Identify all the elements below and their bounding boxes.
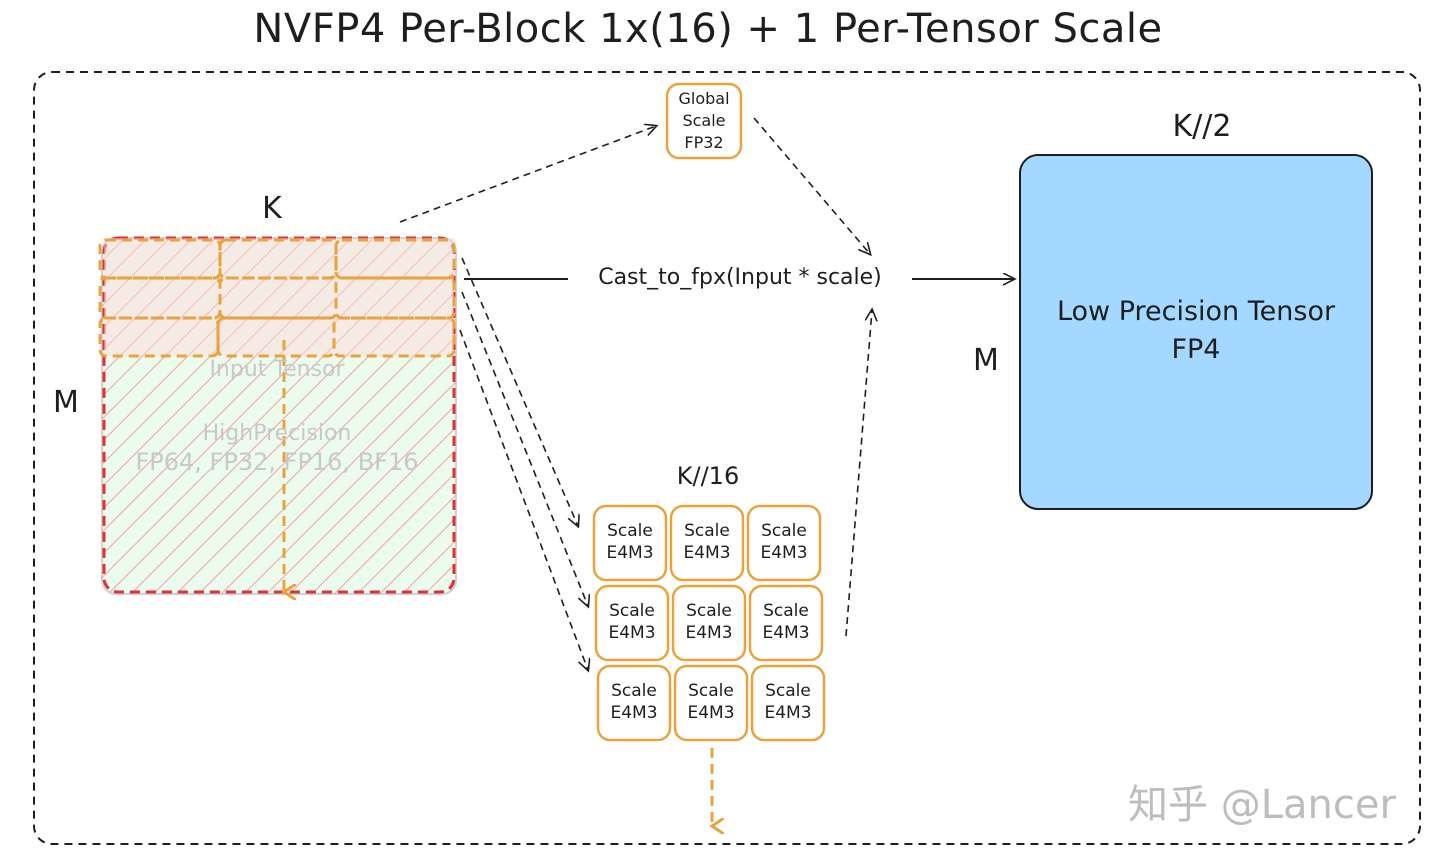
- watermark: 知乎 @Lancer: [1128, 782, 1396, 828]
- output-m-label: M: [973, 343, 999, 378]
- arrow-input-to-scales-2: [461, 291, 588, 606]
- scale-cell-label: Scale: [686, 601, 732, 621]
- block-scales: K//16 ScaleE4M3ScaleE4M3ScaleE4M3ScaleE4…: [592, 462, 826, 826]
- block-r1c3: [334, 238, 456, 280]
- scale-cell-label: Scale: [684, 521, 730, 541]
- scale-cell-box: [748, 584, 824, 662]
- scale-cell-format: E4M3: [606, 543, 653, 563]
- arrow-global-to-op: [753, 117, 870, 254]
- scale-cell-box: [673, 664, 749, 742]
- input-dtypes: FP64, FP32, FP16, BF16: [135, 448, 418, 476]
- block-rows-tint: [104, 238, 454, 356]
- scale-cell-box: [669, 504, 745, 582]
- global-scale: Global Scale FP32: [665, 82, 743, 160]
- diagram-title: NVFP4 Per-Block 1x(16) + 1 Per-Tensor Sc…: [253, 6, 1163, 52]
- block-scales-k-label: K//16: [677, 462, 739, 490]
- scale-cell-label: Scale: [609, 601, 655, 621]
- block-r2c2: [218, 276, 338, 320]
- scale-cell-label: Scale: [763, 601, 809, 621]
- arrow-input-to-scales-3: [459, 329, 588, 670]
- global-scale-line1: Global: [678, 89, 729, 108]
- scale-cell-box: [594, 584, 670, 662]
- scale-cell-label: Scale: [688, 681, 734, 701]
- scale-cell-format: E4M3: [687, 703, 734, 723]
- outer-frame: [33, 71, 1421, 845]
- global-scale-line3: FP32: [684, 133, 723, 152]
- scale-cell-label: Scale: [765, 681, 811, 701]
- arrow-scales-to-op: [845, 310, 872, 637]
- input-precision-label: HighPrecision: [203, 421, 352, 446]
- input-k-label: K: [262, 191, 283, 226]
- input-m-label: M: [53, 385, 79, 420]
- block-scales-grid: ScaleE4M3ScaleE4M3ScaleE4M3ScaleE4M3Scal…: [592, 504, 826, 742]
- block-r3c3: [332, 316, 456, 358]
- input-tensor-outline: [102, 236, 456, 594]
- output-tensor-box: [1019, 154, 1373, 510]
- output-tensor: K//2 M Low Precision Tensor FP4: [973, 109, 1373, 510]
- scale-cell-box: [596, 664, 672, 742]
- block-r3c2: [216, 316, 336, 358]
- scale-cell-format: E4M3: [762, 623, 809, 643]
- scale-cell-format: E4M3: [683, 543, 730, 563]
- scale-cell-box: [750, 664, 826, 742]
- output-tensor-line2: FP4: [1172, 334, 1221, 365]
- global-scale-line2: Scale: [682, 111, 725, 130]
- scale-cell-box: [671, 584, 747, 662]
- input-tensor-name: Input Tensor: [209, 357, 345, 382]
- scale-cell-box: [746, 504, 822, 582]
- block-r2c3: [334, 276, 456, 320]
- scale-cell-format: E4M3: [760, 543, 807, 563]
- scale-cell-format: E4M3: [764, 703, 811, 723]
- scale-cell-label: Scale: [611, 681, 657, 701]
- scale-cell-format: E4M3: [610, 703, 657, 723]
- input-tensor-hatch: [102, 238, 456, 594]
- scale-cell-label: Scale: [761, 521, 807, 541]
- arrow-input-to-global: [399, 126, 656, 223]
- input-tensor: K M Input Tensor HighPrecision FP64, FP3…: [53, 191, 457, 594]
- scale-cell-format: E4M3: [608, 623, 655, 643]
- scale-cell-label: Scale: [607, 521, 653, 541]
- scale-cell-box: [592, 504, 668, 582]
- global-scale-box: [665, 82, 743, 160]
- output-tensor-line1: Low Precision Tensor: [1057, 296, 1336, 327]
- cast-operation-label: Cast_to_fpx(Input * scale): [598, 265, 882, 290]
- output-k-label: K//2: [1173, 109, 1232, 144]
- scale-cell-format: E4M3: [685, 623, 732, 643]
- arrow-input-to-scales-1: [461, 257, 578, 526]
